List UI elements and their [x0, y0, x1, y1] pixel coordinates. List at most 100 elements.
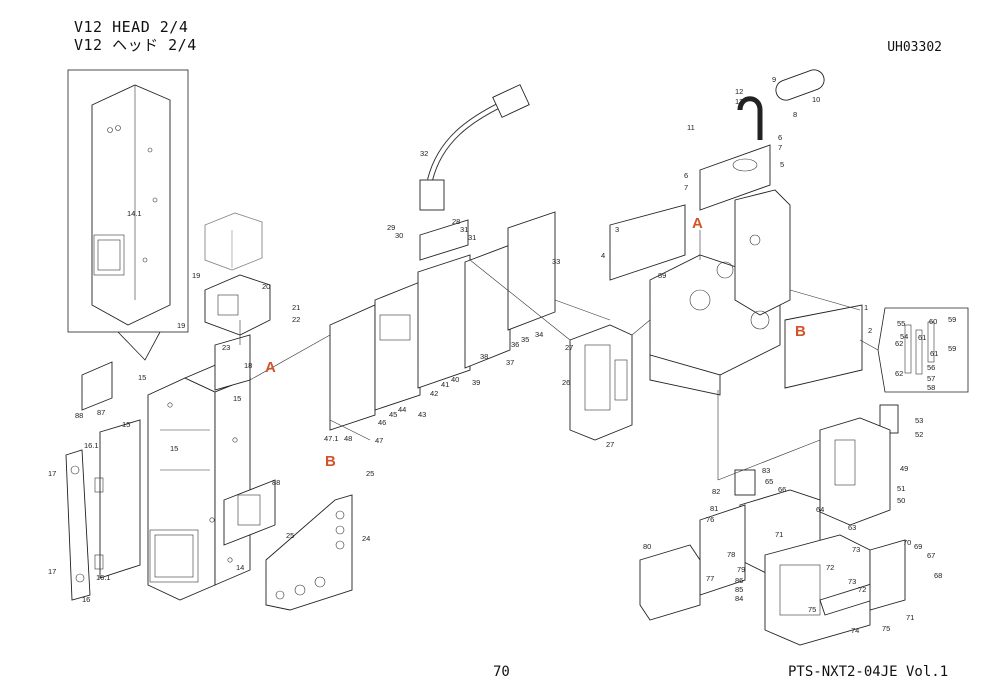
callout-55: 55 — [897, 319, 905, 328]
callout-47: 47 — [375, 436, 383, 445]
callout-14-1: 14.1 — [127, 209, 142, 218]
callout-21: 21 — [292, 303, 300, 312]
callout-31a: 31 — [460, 225, 468, 234]
callout-20: 20 — [262, 282, 270, 291]
callout-59a: 59 — [948, 315, 956, 324]
page-number: 70 — [493, 664, 510, 680]
callout-74: 74 — [851, 626, 859, 635]
callout-61b: 61 — [930, 349, 938, 358]
callout-71a: 71 — [775, 530, 783, 539]
callout-11: 11 — [687, 123, 695, 132]
callout-28: 28 — [452, 217, 460, 226]
callout-15c: 15 — [122, 420, 130, 429]
callout-19a: 19 — [192, 271, 200, 280]
frame-26 — [569, 324, 633, 441]
callout-43: 43 — [418, 410, 426, 419]
callout-61a: 61 — [918, 333, 926, 342]
page-title-japanese: V12 ヘッド 2/4 — [74, 36, 197, 54]
callout-39: 39 — [472, 378, 480, 387]
callout-64: 64 — [816, 505, 824, 514]
callout-68: 68 — [934, 571, 942, 580]
callout-53: 53 — [915, 416, 923, 425]
callout-3: 3 — [615, 225, 619, 234]
callout-34: 34 — [535, 330, 543, 339]
callout-56: 56 — [927, 363, 935, 372]
callout-15a: 15 — [138, 373, 146, 382]
callout-59b: 59 — [948, 344, 956, 353]
callout-41: 41 — [441, 380, 449, 389]
callout-70: 70 — [903, 538, 911, 547]
marker-b-left: B — [325, 453, 336, 470]
callout-8: 8 — [793, 110, 797, 119]
callout-50: 50 — [897, 496, 905, 505]
callout-16: 16 — [82, 595, 90, 604]
callout-62a: 62 — [895, 339, 903, 348]
callout-69: 69 — [914, 542, 922, 551]
callout-73a: 73 — [852, 545, 860, 554]
callout-86: 86 — [735, 576, 743, 585]
marker-a-right: A — [692, 215, 703, 232]
callout-85: 85 — [735, 585, 743, 594]
callout-18: 18 — [244, 361, 252, 370]
callout-7: 7 — [778, 143, 782, 152]
callout-47-1: 47.1 — [324, 434, 339, 443]
callout-57: 57 — [927, 374, 935, 383]
side-parts-left — [65, 361, 276, 601]
callout-29: 29 — [387, 223, 395, 232]
callout-51: 51 — [897, 484, 905, 493]
callout-72a: 72 — [826, 563, 834, 572]
small-parts-inset — [877, 307, 969, 434]
cable-32 — [419, 84, 530, 211]
callout-40: 40 — [451, 375, 459, 384]
callout-17b: 17 — [48, 567, 56, 576]
callout-5: 5 — [780, 160, 784, 169]
callout-48: 48 — [344, 434, 352, 443]
callout-27b: 27 — [606, 440, 614, 449]
callout-88b: 88 — [272, 478, 280, 487]
callout-58: 58 — [927, 383, 935, 392]
callout-6: 6 — [778, 133, 782, 142]
callout-2: 2 — [868, 326, 872, 335]
callout-4: 4 — [601, 251, 605, 260]
callout-32: 32 — [420, 149, 428, 158]
callout-79: 79 — [737, 565, 745, 574]
callout-15d: 15 — [170, 444, 178, 453]
callout-44: 44 — [398, 405, 406, 414]
callout-12: 12 — [735, 87, 743, 96]
callout-46: 46 — [378, 418, 386, 427]
callout-89: 89 — [658, 271, 666, 280]
head-body — [609, 69, 863, 396]
callout-66: 66 — [778, 485, 786, 494]
page-title: V12 HEAD 2/4 — [74, 18, 189, 36]
callout-13: 13 — [735, 97, 743, 106]
callout-26: 26 — [562, 378, 570, 387]
callout-65: 65 — [765, 477, 773, 486]
callout-35: 35 — [521, 335, 529, 344]
lower-right-assembly — [639, 417, 906, 646]
callout-75b: 75 — [882, 624, 890, 633]
callout-22: 22 — [292, 315, 300, 324]
callout-36: 36 — [511, 340, 519, 349]
callout-19b: 19 — [177, 321, 185, 330]
callout-87: 87 — [97, 408, 105, 417]
callout-38: 38 — [480, 352, 488, 361]
callout-37: 37 — [506, 358, 514, 367]
callout-17a: 17 — [48, 469, 56, 478]
callout-10: 10 — [812, 95, 820, 104]
callout-75a: 75 — [808, 605, 816, 614]
callout-33: 33 — [552, 257, 560, 266]
assembly-lines — [239, 230, 879, 481]
callout-27a: 27 — [565, 343, 573, 352]
callout-16-1b: 16.1 — [96, 573, 111, 582]
callout-52: 52 — [915, 430, 923, 439]
callout-72b: 72 — [858, 585, 866, 594]
bracket-20 — [204, 212, 271, 391]
callouts: 1 2 3 4 5 6 6 7 7 8 9 10 11 12 13 14 14.… — [48, 75, 956, 635]
callout-83: 83 — [762, 466, 770, 475]
inset-detail — [67, 69, 189, 361]
marker-a-left: A — [265, 359, 276, 376]
callout-84: 84 — [735, 594, 743, 603]
manual-reference: PTS-NXT2-04JE Vol.1 — [788, 664, 949, 680]
callout-31b: 31 — [468, 233, 476, 242]
